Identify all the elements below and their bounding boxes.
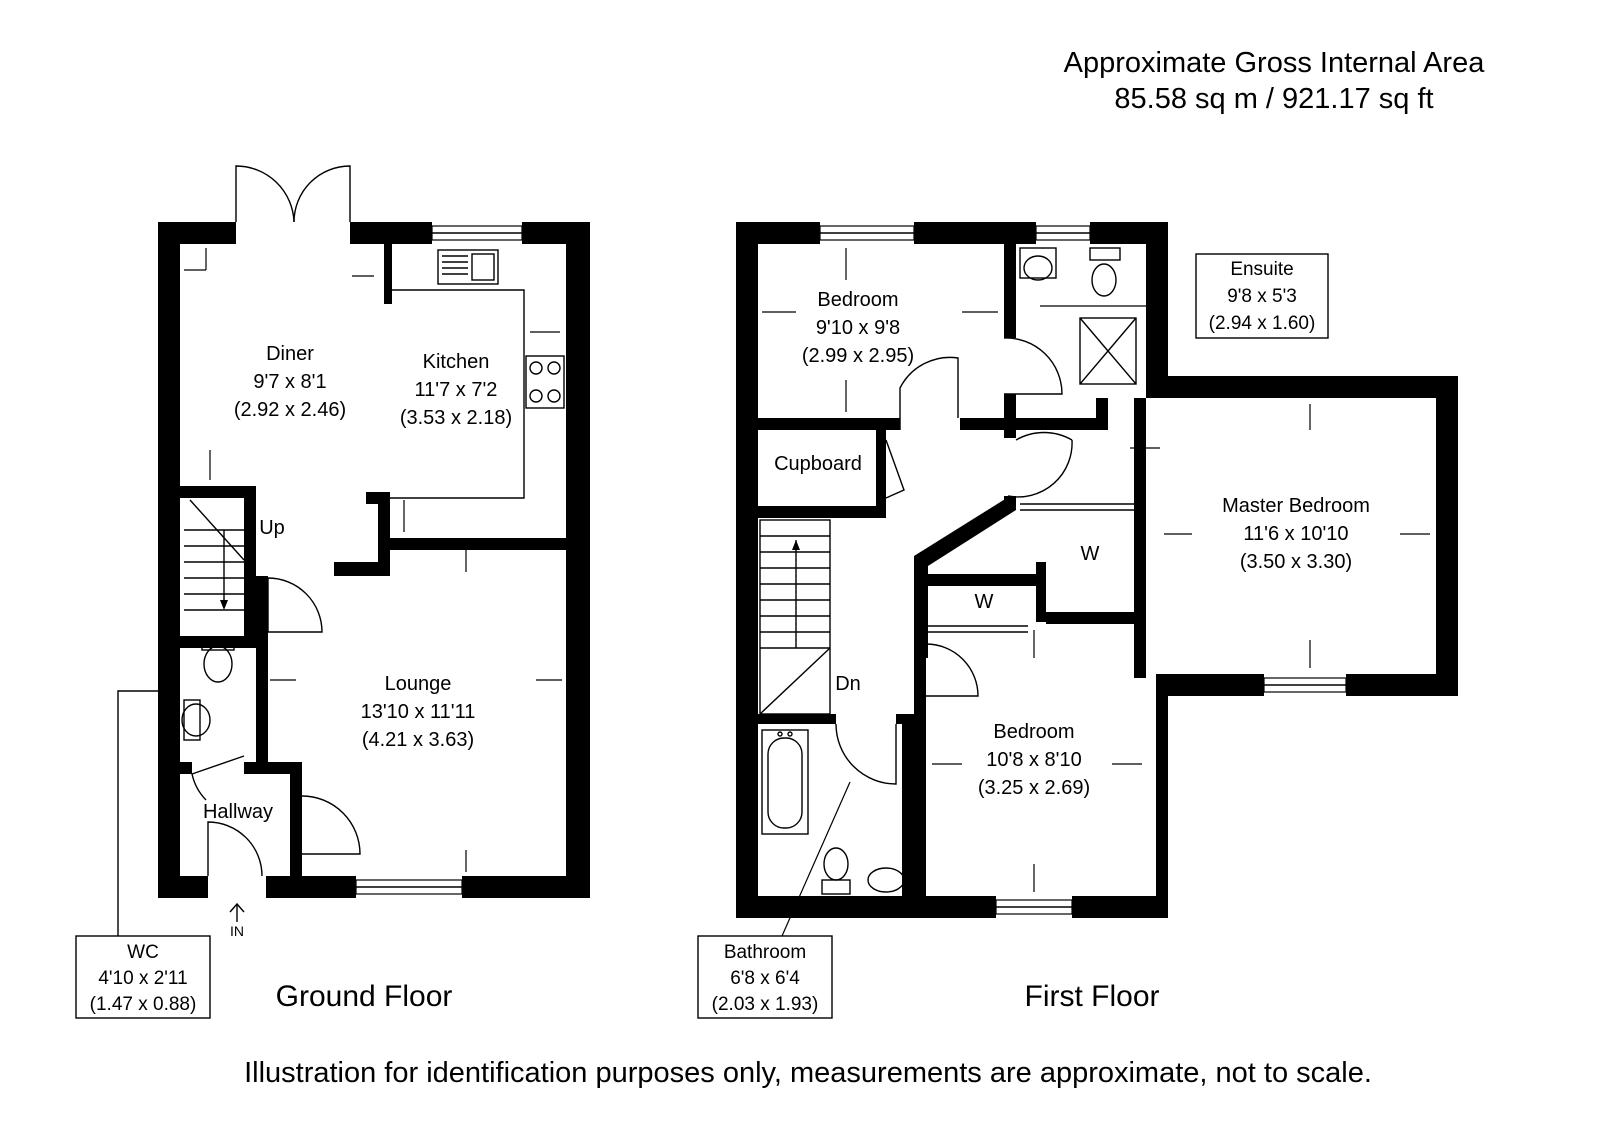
first-floor-title: First Floor xyxy=(1025,980,1160,1013)
bathroom-metric: (2.03 x 1.93) xyxy=(712,994,819,1015)
diner-metric: (2.92 x 2.46) xyxy=(234,399,346,421)
entrance-label: IN xyxy=(230,923,244,939)
hallway-name: Hallway xyxy=(203,801,273,823)
down-label: Dn xyxy=(835,673,861,695)
bedroom1-imperial: 9'10 x 9'8 xyxy=(816,317,900,339)
ensuite-imperial: 9'8 x 5'3 xyxy=(1227,286,1297,307)
lounge-imperial: 13'10 x 11'11 xyxy=(361,701,476,723)
wc-name: WC xyxy=(127,942,159,963)
up-label: Up xyxy=(259,517,285,539)
bedroom2-imperial: 10'8 x 8'10 xyxy=(986,749,1082,771)
wc-metric: (1.47 x 0.88) xyxy=(90,994,197,1015)
ensuite-metric: (2.94 x 1.60) xyxy=(1209,313,1316,334)
master-metric: (3.50 x 3.30) xyxy=(1240,551,1352,573)
lounge-metric: (4.21 x 3.63) xyxy=(362,729,474,751)
kitchen-name: Kitchen xyxy=(423,351,490,373)
ground-floor-plan: Diner 9'7 x 8'1 (2.92 x 2.46) Kitchen 11… xyxy=(75,165,590,1019)
master-name: Master Bedroom xyxy=(1222,495,1370,517)
kitchen-imperial: 11'7 x 7'2 xyxy=(415,379,498,401)
lounge-name: Lounge xyxy=(385,673,452,695)
ground-floor-title: Ground Floor xyxy=(276,980,453,1013)
disclaimer: Illustration for identification purposes… xyxy=(244,1057,1372,1089)
kitchen-metric: (3.53 x 2.18) xyxy=(400,407,512,429)
cupboard-name: Cupboard xyxy=(774,453,862,475)
area-value: 85.58 sq m / 921.17 sq ft xyxy=(1114,83,1433,115)
wardrobe-label-2: W xyxy=(975,591,994,613)
diner-name: Diner xyxy=(266,343,314,365)
bathroom-name: Bathroom xyxy=(724,942,806,963)
ensuite-name: Ensuite xyxy=(1230,259,1293,280)
master-imperial: 11'6 x 10'10 xyxy=(1243,523,1348,545)
area-title: Approximate Gross Internal Area xyxy=(1064,47,1486,79)
wc-imperial: 4'10 x 2'11 xyxy=(98,968,187,989)
bedroom2-metric: (3.25 x 2.69) xyxy=(978,777,1090,799)
bedroom1-name: Bedroom xyxy=(817,289,898,311)
wardrobe-label-1: W xyxy=(1081,543,1100,565)
bathroom-imperial: 6'8 x 6'4 xyxy=(730,968,800,989)
bedroom2-name: Bedroom xyxy=(993,721,1074,743)
first-floor-plan: Bedroom 9'10 x 9'8 (2.99 x 2.95) Ensuite… xyxy=(697,222,1458,1019)
bedroom1-metric: (2.99 x 2.95) xyxy=(802,345,914,367)
diner-imperial: 9'7 x 8'1 xyxy=(253,371,326,393)
